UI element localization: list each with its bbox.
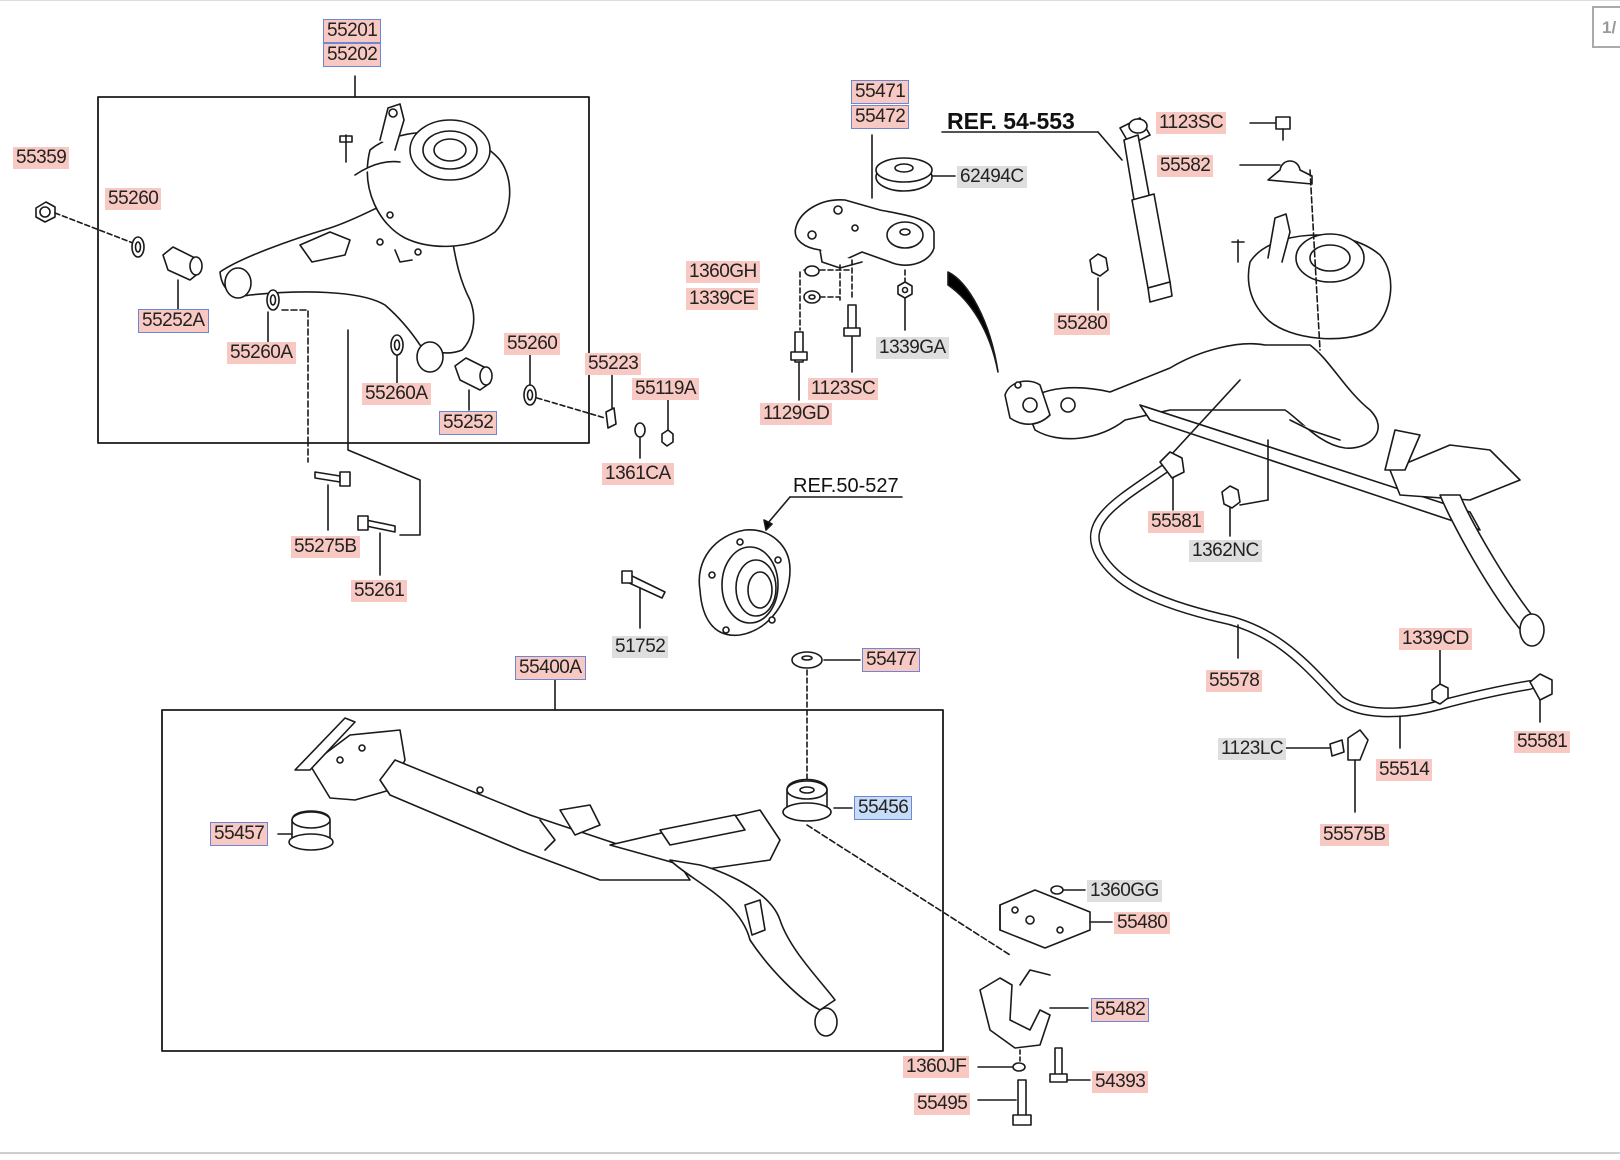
part-label-55456[interactable]: 55456 [854,796,913,820]
lower-control-arm [219,103,511,373]
part-label-55260-left[interactable]: 55260 [105,188,162,210]
hub-bolt-51752 [621,570,666,599]
part-label-55252[interactable]: 55252 [439,411,498,435]
rear-crossmember-55400A [294,717,838,1037]
bracket-55480 [999,889,1091,949]
nut-1339CE [803,290,821,304]
ref-shock-absorber: REF. 54-553 [947,108,1075,134]
assembly-arrow [947,271,999,373]
part-label-55275B[interactable]: 55275B [291,536,360,558]
part-label-1360JF[interactable]: 1360JF [903,1056,970,1078]
bushing-55252 [454,357,493,391]
assembled-axle-view [1004,213,1545,647]
nut-1361CA [634,422,646,438]
nut-1339GA [897,281,913,299]
washer-55223 [605,407,617,429]
washer-55260-left [131,236,145,258]
bolt-1123SC-right [1275,116,1291,141]
nut-1360JF [1012,1062,1026,1072]
washer-55260A-left [266,289,280,311]
crossmember-group-box [161,709,944,1052]
bushing-55252A [162,246,203,281]
top-rule [0,0,1620,1]
mount-bushing-55456 [782,778,832,822]
ref-hub: REF.50-527 [793,475,899,497]
part-label-55261[interactable]: 55261 [351,580,408,602]
part-label-55480[interactable]: 55480 [1114,912,1171,934]
part-label-1339GA[interactable]: 1339GA [876,337,949,359]
part-label-55457[interactable]: 55457 [210,822,269,846]
bracket-55575B [1347,729,1369,761]
part-label-55260A-left[interactable]: 55260A [227,342,296,364]
nut-55119A [661,429,674,447]
part-label-55582[interactable]: 55582 [1157,155,1214,177]
bushing-55581-lower [1529,673,1553,701]
part-label-51752[interactable]: 51752 [612,636,669,658]
part-label-55260A-right[interactable]: 55260A [362,383,431,405]
nut-1360GG [1050,885,1064,895]
part-label-1123SC-right[interactable]: 1123SC [1156,112,1227,134]
part-label-55514[interactable]: 55514 [1376,759,1433,781]
part-label-1360GH[interactable]: 1360GH [686,261,760,283]
bolt-55495 [1012,1079,1032,1126]
bolt-54393 [1049,1047,1068,1083]
part-label-1339CE[interactable]: 1339CE [686,288,758,310]
part-label-55201[interactable]: 55201 [323,19,382,43]
clamp-55582 [1267,160,1313,185]
part-label-62494C[interactable]: 62494C [957,166,1027,188]
part-label-55477[interactable]: 55477 [862,648,921,672]
part-label-1123SC-middle[interactable]: 1123SC [808,378,879,400]
part-label-54393[interactable]: 54393 [1092,1071,1149,1093]
part-label-55260-right[interactable]: 55260 [504,333,561,355]
shock-absorber [1119,117,1173,303]
part-label-55252A[interactable]: 55252A [138,309,209,333]
part-label-1360GG[interactable]: 1360GG [1087,880,1162,902]
part-label-55495[interactable]: 55495 [914,1093,971,1115]
nut-1362NC [1221,485,1241,509]
bump-stopper-62494C [875,157,933,192]
part-label-55280[interactable]: 55280 [1054,313,1111,335]
page-indicator[interactable]: 1/ [1592,6,1620,48]
part-label-55359[interactable]: 55359 [13,147,70,169]
part-label-1123LC[interactable]: 1123LC [1218,738,1287,760]
part-label-55400A[interactable]: 55400A [515,656,586,680]
bolt-1123LC [1329,739,1345,757]
washer-55477 [791,651,823,669]
mounting-bracket-55471 [794,199,935,269]
nut-1360GH [804,265,820,277]
bolt-55275B [314,471,351,487]
part-label-55578[interactable]: 55578 [1206,670,1263,692]
bolt-1129GD [790,331,808,363]
bottom-rule [0,1152,1620,1154]
part-label-55119A[interactable]: 55119A [632,378,700,400]
control-arm-group-box [97,96,590,444]
bushing-55581-upper [1159,451,1185,479]
part-label-55482[interactable]: 55482 [1091,998,1150,1022]
part-label-55202[interactable]: 55202 [323,43,382,67]
washer-55260-right [523,384,537,406]
part-label-55581-upper[interactable]: 55581 [1148,511,1205,533]
part-label-1339CD[interactable]: 1339CD [1399,628,1472,650]
part-label-1129GD[interactable]: 1129GD [760,403,833,425]
mount-bushing-55457 [288,810,334,851]
bolt-1123SC-middle [843,304,861,337]
part-label-55472[interactable]: 55472 [851,105,910,129]
bracket-55482 [979,969,1051,1049]
part-label-55471[interactable]: 55471 [851,80,910,104]
part-label-1361CA[interactable]: 1361CA [602,463,674,485]
nut-55359 [35,201,56,223]
washer-55260A-right [390,334,404,356]
nut-55280 [1089,253,1109,277]
part-label-55581-lower[interactable]: 55581 [1514,731,1571,753]
part-label-1362NC[interactable]: 1362NC [1189,540,1262,562]
part-label-55223[interactable]: 55223 [585,353,642,375]
wheel-hub-assembly [698,529,791,637]
bolt-55261 [357,515,396,533]
part-label-55575B[interactable]: 55575B [1320,824,1389,846]
